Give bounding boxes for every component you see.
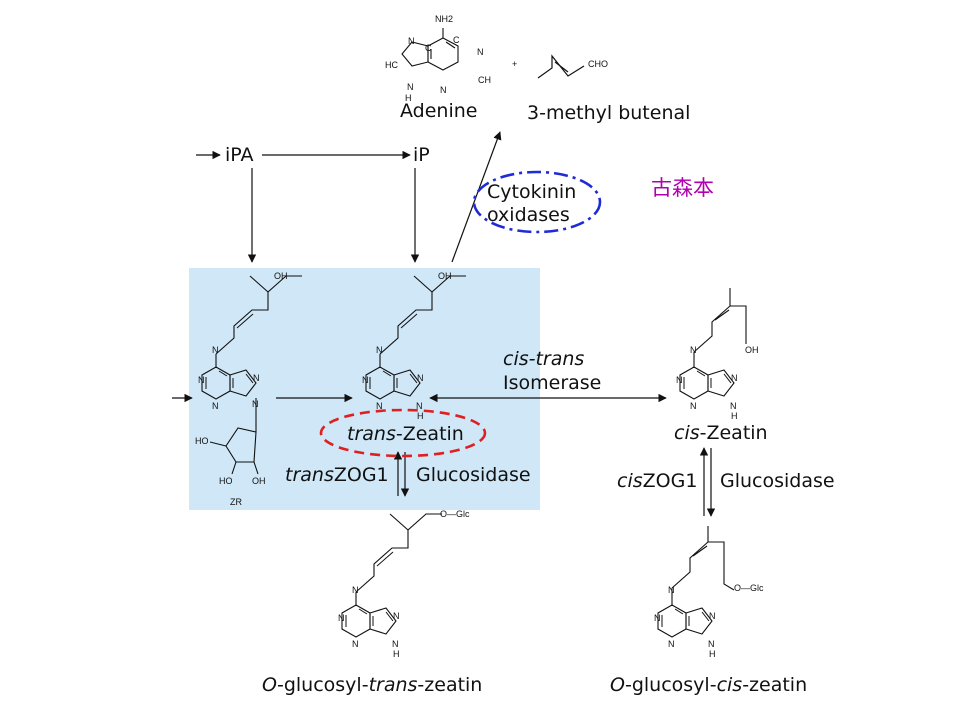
atom-n: N <box>708 639 715 649</box>
atom-n: N <box>352 585 359 595</box>
atom-n: N <box>676 375 683 385</box>
atom-nh2: NH2 <box>435 14 454 24</box>
zr-structure <box>201 275 303 475</box>
atom-n: N <box>338 613 345 623</box>
atom-ho: HO <box>195 436 209 446</box>
atom-n: N <box>352 639 359 649</box>
atom-hc: HC <box>385 60 398 70</box>
zr-label: ZR <box>230 497 242 507</box>
ipa-label: iPA <box>225 144 254 166</box>
oxidase-line2: oxidases <box>487 204 570 226</box>
atom-oh: OH <box>438 271 452 281</box>
atom-n: N <box>417 373 424 383</box>
atom-n: N <box>376 401 383 411</box>
ip-label: iP <box>413 144 430 166</box>
atom-c: C <box>453 35 460 45</box>
o-glucosyl-trans-zeatin-structure <box>341 513 443 638</box>
atom-h: H <box>709 649 716 659</box>
trans-zeatin-structure <box>365 275 467 400</box>
atom-oh: OH <box>745 345 759 355</box>
atom-n: N <box>654 613 661 623</box>
atom-o-glc: O—Glc <box>734 583 764 593</box>
atom-h: H <box>417 411 424 421</box>
atom-oh: OH <box>274 271 288 281</box>
trans-zeatin-highlight-panel <box>189 268 540 510</box>
cis-zog1-label: cisZOG1 <box>617 470 698 492</box>
adenine-label: Adenine <box>400 100 478 122</box>
atom-ho: HO <box>219 476 233 486</box>
o-glucosyl-cis-zeatin-label: O-glucosyl-cis-zeatin <box>610 674 808 696</box>
atom-n: N <box>252 399 259 409</box>
atom-n: N <box>198 375 205 385</box>
watermark-text: 古森本 <box>651 176 714 200</box>
o-glucosyl-trans-zeatin-label: O-glucosyl-trans-zeatin <box>262 674 483 696</box>
isomerase-line1: cis-trans <box>503 348 585 370</box>
cho-group: CHO <box>588 59 608 69</box>
atom-n: N <box>362 375 369 385</box>
atom-n: N <box>212 401 219 411</box>
atom-n: N <box>690 401 697 411</box>
atom-n: N <box>668 585 675 595</box>
trans-glucosidase-label: Glucosidase <box>416 464 531 486</box>
methylbutenal-label: 3-methyl butenal <box>527 102 691 124</box>
atom-n: N <box>416 401 423 411</box>
adenine-structure <box>401 28 459 71</box>
atom-h: H <box>393 649 400 659</box>
atom-n: N <box>440 85 447 95</box>
atom-n: N <box>730 401 737 411</box>
o-glucosyl-cis-zeatin-structure <box>657 526 735 638</box>
atom-oh: OH <box>252 476 266 486</box>
cis-zeatin-structure <box>679 288 747 400</box>
isomerase-line2: Isomerase <box>503 372 602 394</box>
atom-n: N <box>408 36 415 46</box>
atom-n: N <box>690 345 697 355</box>
atom-n: N <box>477 47 484 57</box>
cis-zeatin-label: cis-Zeatin <box>674 422 768 444</box>
cis-glucosidase-label: Glucosidase <box>720 470 835 492</box>
atom-n: N <box>253 373 260 383</box>
atom-n: N <box>392 639 399 649</box>
atom-n: N <box>407 82 414 92</box>
atom-c: C <box>425 43 432 53</box>
oxidase-line1: Cytokinin <box>487 181 577 203</box>
trans-zeatin-highlight-ellipse <box>319 408 487 458</box>
atom-n: N <box>668 639 675 649</box>
atom-h: H <box>405 93 412 103</box>
atom-n: N <box>212 345 219 355</box>
atom-n: N <box>709 611 716 621</box>
atom-ch: CH <box>478 75 491 85</box>
trans-zog1-label: transZOG1 <box>285 464 389 486</box>
methylbutenal-structure <box>537 54 585 79</box>
oxidase-highlight-ellipse <box>472 170 602 234</box>
trans-zeatin-label: trans-Zeatin <box>347 423 464 445</box>
atom-h: H <box>731 411 738 421</box>
atom-n: N <box>376 345 383 355</box>
atom-o-glc: O—Glc <box>440 509 470 519</box>
atom-n: N <box>393 611 400 621</box>
atom-n: N <box>731 373 738 383</box>
plus-sign: + <box>512 59 518 69</box>
